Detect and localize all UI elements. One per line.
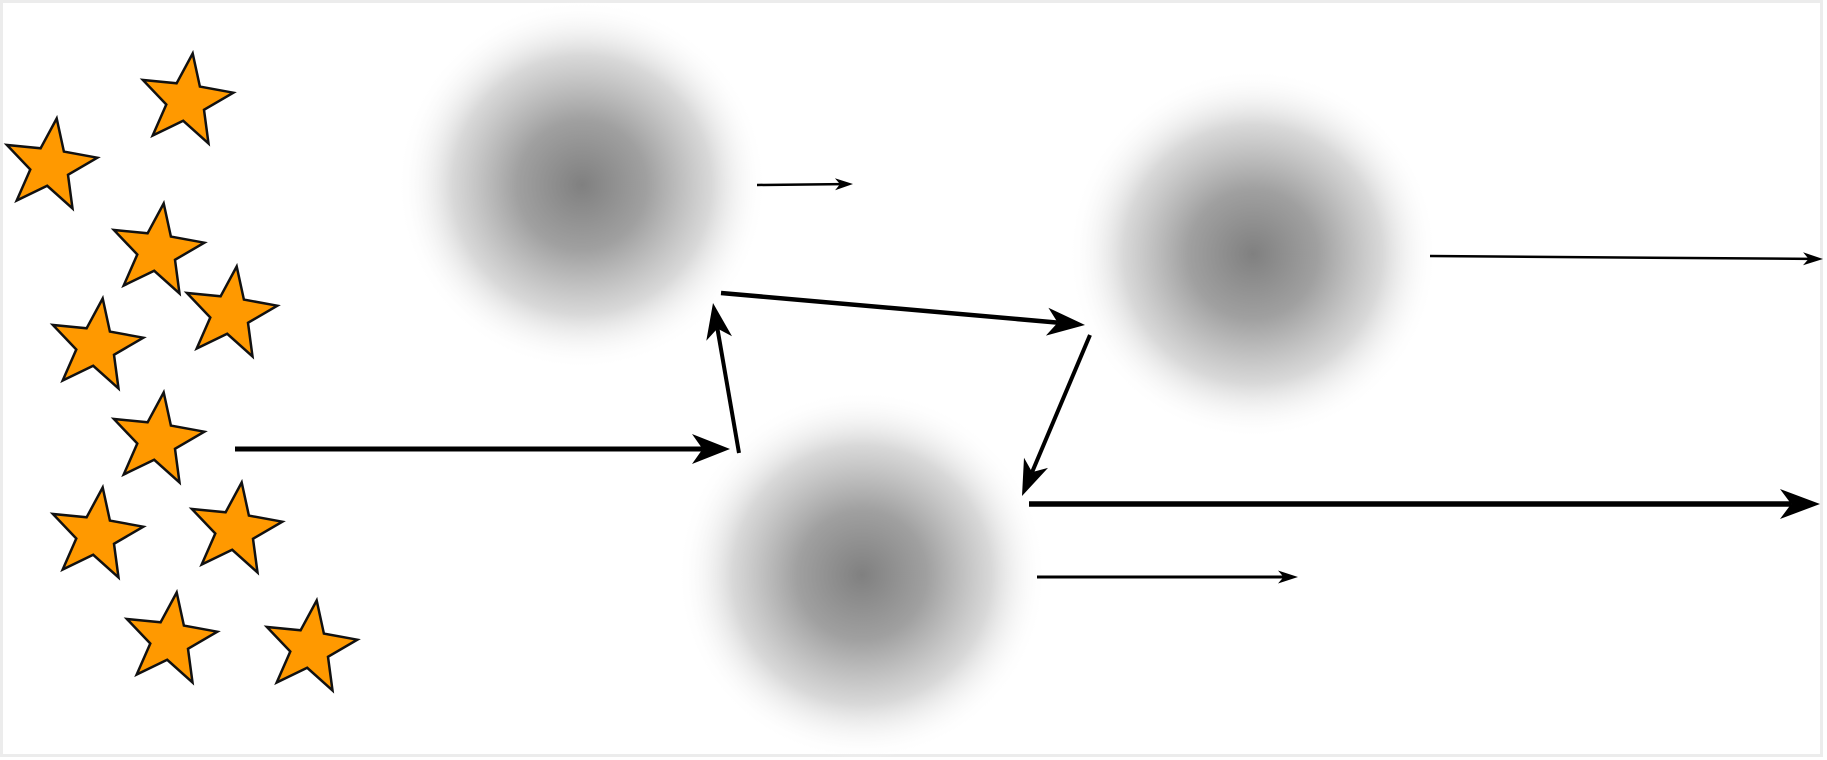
gaussian-blob-2 (1068, 69, 1438, 439)
arrow-4 (1022, 334, 1092, 496)
star-layer (3, 49, 361, 694)
arrow-layer (235, 178, 1823, 584)
arrow-2 (706, 303, 741, 454)
arrow-head (834, 178, 853, 191)
arrow-shaft (1429, 254, 1809, 261)
gaussian-blob-3 (677, 390, 1047, 760)
arrow-8 (1429, 252, 1823, 266)
star-icon-5 (49, 294, 147, 392)
star-icon-6 (110, 388, 208, 486)
blob-layer (397, 0, 1438, 760)
star-icon-3 (110, 199, 208, 297)
arrow-6 (756, 178, 853, 191)
arrow-shaft (756, 182, 841, 187)
star-icon-10 (263, 596, 361, 694)
star-icon-1 (139, 49, 237, 147)
arrow-head (1022, 457, 1048, 496)
gaussian-blob-1 (397, 0, 767, 370)
arrow-head (1780, 489, 1820, 519)
arrow-3 (720, 290, 1085, 336)
star-icon-7 (49, 483, 147, 581)
arrow-5 (1029, 489, 1820, 519)
arrow-shaft (720, 290, 1058, 325)
arrow-head (692, 434, 730, 464)
arrow-shaft (1030, 334, 1092, 473)
star-icon-2 (3, 114, 101, 212)
arrow-7 (1037, 570, 1298, 584)
arrow-head (1278, 570, 1298, 584)
arrow-shaft (715, 328, 741, 454)
arrow-head (1803, 252, 1823, 266)
star-icon-4 (183, 262, 281, 360)
arrow-head (706, 303, 732, 341)
star-icon-9 (123, 588, 221, 686)
star-icon-8 (188, 478, 286, 576)
arrow-head (1045, 307, 1085, 336)
arrow-1 (235, 434, 730, 464)
